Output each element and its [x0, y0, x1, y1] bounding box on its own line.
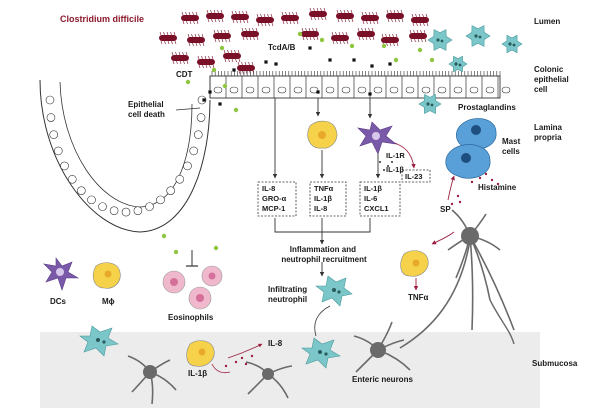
sp-label: SP — [440, 205, 451, 214]
dendritic-cell-legend — [43, 257, 80, 291]
epithelial-label: Colonic epithelial cell — [534, 65, 571, 94]
bacterium — [223, 49, 241, 63]
il1b-curve — [211, 363, 231, 374]
bacterium — [206, 9, 224, 23]
signal-arrows — [272, 98, 381, 277]
bacterium — [241, 27, 259, 41]
bacterium — [231, 10, 249, 24]
bacterium — [357, 27, 375, 41]
neuron — [353, 321, 411, 373]
lumen-neutrophils — [418, 25, 523, 114]
infiltrating-neutrophil — [315, 275, 353, 307]
neutrophil-migration — [314, 305, 331, 337]
mphi-label: Mϕ — [102, 297, 115, 306]
neutrophil — [448, 55, 468, 73]
il1b-label: IL-1β — [188, 369, 207, 378]
tcdab-label: TcdA/B — [268, 43, 296, 52]
bacterium — [171, 51, 189, 65]
eosinophils — [162, 265, 223, 310]
neutrophil — [418, 94, 442, 114]
neuron-to-macrophage-arrow — [431, 231, 455, 245]
bacterium — [361, 11, 379, 25]
bacterium — [197, 55, 215, 69]
submucosa-neutrophil-1 — [79, 325, 119, 357]
il1b-small-label: IL-1β — [386, 165, 404, 174]
bacterium — [411, 13, 429, 27]
lumen-label: Lumen — [534, 17, 560, 26]
sp-arrow — [447, 175, 455, 201]
enteric-neurons-label: Enteric neurons — [352, 375, 413, 384]
bacterium — [187, 33, 205, 47]
il1r-label: IL-1R — [386, 151, 405, 160]
colonic-crypt — [39, 79, 211, 233]
surface-epithelium — [209, 71, 511, 99]
il8-label: IL-8 — [268, 339, 283, 348]
bacterium — [331, 31, 349, 45]
bacteria-group — [159, 7, 429, 75]
neutrophil — [501, 34, 523, 54]
mast-cells-label: Mast cells — [502, 137, 522, 156]
submucosa-neutrophil-2 — [301, 337, 341, 369]
macrophage-nucleus — [318, 131, 326, 139]
neutrophil — [465, 25, 491, 47]
bacterium — [181, 11, 199, 25]
mast-cells — [445, 118, 497, 179]
tnfa-label: TNFα — [408, 293, 429, 302]
svg-text:IL-23: IL-23 — [405, 172, 423, 181]
bacterium — [213, 29, 231, 43]
bacterium — [256, 13, 274, 27]
prostaglandins-label: Prostaglandins — [458, 103, 516, 112]
diagram-title: Clostridium difficile — [60, 14, 144, 24]
eosinophils-label: Eosinophils — [168, 313, 214, 322]
neutrophil — [427, 29, 453, 51]
neuron — [127, 355, 177, 405]
cdt-label: CDT — [176, 70, 193, 79]
submucosa-macrophage-nucleus — [198, 348, 206, 356]
submucosa-region — [40, 332, 540, 408]
cell-death-label: Epithelial cell death — [128, 100, 166, 119]
dendritic-cell — [357, 121, 398, 155]
enteric-neurons — [127, 209, 515, 405]
bacterium — [336, 9, 354, 23]
bacterium — [281, 11, 299, 25]
macrophage-legend-nucleus — [104, 270, 112, 278]
bacterium — [409, 29, 427, 43]
cell-death-pointer — [175, 107, 201, 111]
histamine-label: Histamine — [478, 183, 517, 192]
neuron — [245, 361, 293, 399]
il23-box: IL-23 — [391, 141, 431, 183]
il8-arrow — [227, 343, 263, 359]
bacterium — [237, 61, 255, 75]
inflammation-label: Inflammation and neutrophil recruitment — [281, 245, 367, 264]
bacterium — [159, 31, 177, 45]
neuron — [447, 209, 515, 331]
bacterium — [386, 9, 404, 23]
bacterium — [301, 27, 319, 41]
dcs-label: DCs — [50, 297, 67, 306]
bacterium — [309, 7, 327, 21]
toxin-molecules — [161, 31, 435, 255]
infiltrating-label: Infiltrating neutrophil — [268, 285, 309, 304]
mediator-dots — [224, 161, 500, 368]
lamina-propria-label: Lamina propria — [534, 123, 564, 142]
macrophage-tnf-nucleus — [412, 259, 420, 267]
submucosa-label: Submucosa — [532, 359, 578, 368]
